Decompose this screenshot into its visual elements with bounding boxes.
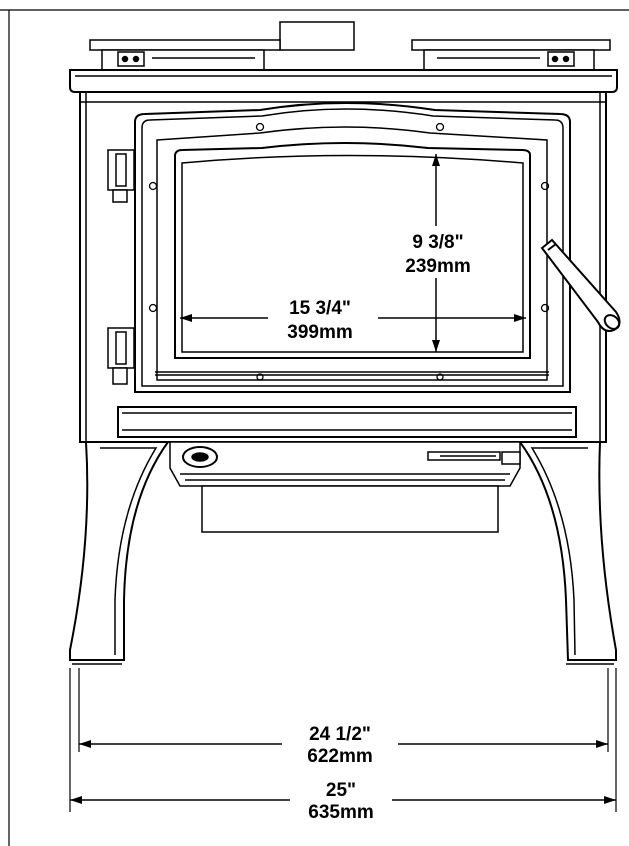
ash-pan bbox=[169, 441, 521, 533]
door-glass bbox=[174, 142, 531, 359]
page-frame bbox=[0, 9, 629, 846]
overall-width-imperial: 25" bbox=[326, 780, 356, 801]
leg-width-metric: 622mm bbox=[307, 746, 373, 767]
ash-lip bbox=[117, 406, 577, 438]
flue-collar bbox=[279, 21, 355, 51]
door-frame bbox=[134, 102, 571, 393]
extension-lines bbox=[69, 668, 617, 812]
right-leg bbox=[518, 441, 617, 661]
door-hinges bbox=[107, 149, 135, 385]
leg-width-imperial: 24 1/2" bbox=[309, 724, 371, 745]
right-top-vent bbox=[411, 39, 611, 71]
top-plate bbox=[69, 69, 618, 93]
glass-height-metric: 239mm bbox=[405, 256, 471, 277]
glass-width-imperial: 15 3/4" bbox=[289, 298, 351, 319]
glass-width-metric: 399mm bbox=[287, 322, 353, 343]
left-top-vent bbox=[89, 39, 281, 71]
glass-height-imperial: 9 3/8" bbox=[412, 232, 463, 253]
door-screws bbox=[148, 122, 550, 381]
stove-drawing bbox=[69, 21, 621, 665]
door-handle bbox=[540, 238, 621, 332]
overall-width-metric: 635mm bbox=[308, 802, 374, 823]
